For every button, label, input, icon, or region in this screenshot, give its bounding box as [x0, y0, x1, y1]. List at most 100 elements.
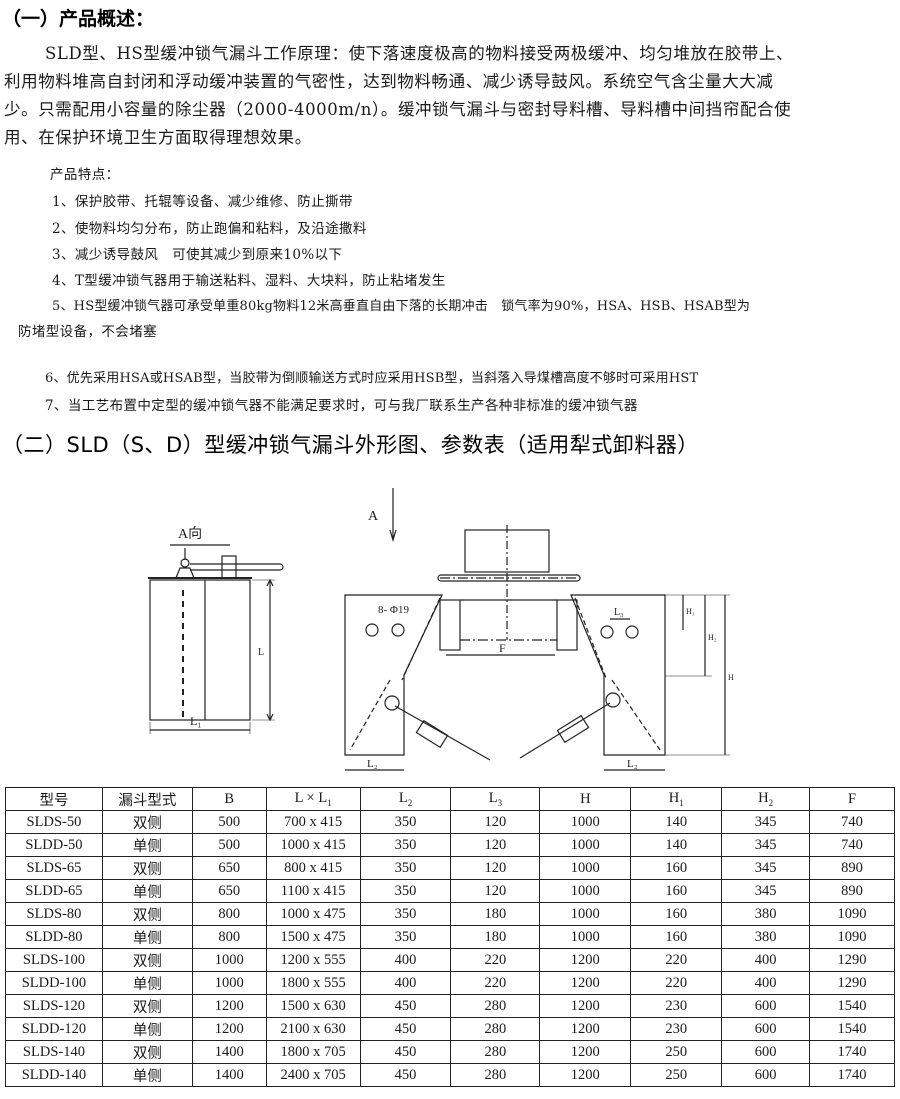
column-header-label: H [580, 790, 591, 807]
table-cell: 1090 [809, 902, 895, 926]
table-cell: 160 [630, 879, 723, 903]
table-cell: 1200 [539, 994, 632, 1018]
dim-label-l: L [258, 647, 264, 658]
table-cell: 450 [359, 1063, 452, 1087]
table-cell: SLDS-65 [5, 856, 103, 880]
table-cell: 120 [450, 879, 541, 903]
table-cell: 双侧 [101, 810, 193, 834]
column-header-label: L [398, 790, 408, 807]
column-header: B [191, 787, 267, 811]
table-cell: 600 [721, 1040, 811, 1064]
table-cell: 350 [359, 856, 452, 880]
table-cell: 180 [450, 925, 541, 949]
table-cell: 2400 x 705 [265, 1063, 361, 1087]
table-cell: 1400 [191, 1063, 267, 1087]
table-cell: 1000 [539, 879, 632, 903]
hole-spec-label: 8- Φ19 [378, 604, 409, 616]
feature-item: 6、优先采用HSA或HSAB型，当胶带为倒顺输送方式时应采用HSB型，当斜落入导… [45, 371, 699, 386]
table-cell: 140 [630, 833, 723, 857]
column-header-label: 型号 [39, 792, 69, 809]
table-cell: 400 [359, 948, 452, 972]
dim-label-f: F [499, 641, 506, 655]
table-cell: SLDS-50 [5, 810, 103, 834]
column-header-subscript: 2 [407, 797, 413, 808]
table-cell: 1200 [191, 1017, 267, 1041]
table-cell: 160 [630, 856, 723, 880]
column-header-label: L [488, 790, 498, 807]
table-cell: 双侧 [101, 948, 193, 972]
table-cell: 650 [191, 856, 267, 880]
hopper-outline-drawing: A向 L L₁ A F [148, 488, 734, 771]
main-view-drawing: A F 8- Φ19 L₂ L₃ L₂ [344, 488, 734, 771]
table-cell: 1740 [809, 1063, 895, 1087]
section-2-title: （二）SLD（S、D）型缓冲锁气漏斗外形图、参数表（适用犁式卸料器） [2, 433, 699, 457]
table-cell: SLDS-100 [5, 948, 103, 972]
table-cell: 120 [450, 856, 541, 880]
table-cell: SLDD-80 [5, 925, 103, 949]
table-cell: 280 [450, 1063, 541, 1087]
column-header: L3 [450, 787, 541, 811]
table-cell: 345 [721, 856, 811, 880]
column-header-label: 漏斗型式 [118, 792, 177, 809]
table-cell: 350 [359, 810, 452, 834]
table-cell: 450 [359, 1017, 452, 1041]
dim-label-l3: L₃ [614, 607, 624, 618]
table-cell: 345 [721, 879, 811, 903]
table-cell: 2100 x 630 [265, 1017, 361, 1041]
table-cell: SLDS-140 [5, 1040, 103, 1064]
arrow-label-a: A [368, 509, 379, 524]
a-view-label: A向 [178, 526, 202, 542]
paragraph-line-3: 少。只需配用小容量的除尘器（2000-4000m/n）。缓冲锁气漏斗与密封导料槽… [4, 100, 792, 119]
column-header: 型号 [5, 787, 103, 811]
table-cell: 890 [809, 856, 895, 880]
column-header-subscript: 1 [679, 797, 684, 808]
table-cell: 250 [630, 1063, 723, 1087]
feature-item: 5、HS型缓冲锁气器可承受单重80kg物料12米高垂直自由下落的长期冲击 锁气率… [52, 299, 751, 314]
column-header-label: F [847, 790, 857, 807]
table-cell: 双侧 [101, 994, 193, 1018]
table-cell: 单侧 [101, 1063, 193, 1087]
table-cell: 350 [359, 902, 452, 926]
table-cell: SLDD-65 [5, 879, 103, 903]
table-cell: 380 [721, 902, 811, 926]
table-cell: 140 [630, 810, 723, 834]
table-cell: 1000 [539, 833, 632, 857]
table-cell: 1200 [539, 971, 632, 995]
table-cell: 1290 [809, 948, 895, 972]
table-cell: 230 [630, 994, 723, 1018]
table-cell: 350 [359, 879, 452, 903]
table-cell: 600 [721, 1017, 811, 1041]
column-header-label: H [758, 790, 769, 807]
table-cell: 250 [630, 1040, 723, 1064]
table-cell: 1000 x 415 [265, 833, 361, 857]
table-cell: 1740 [809, 1040, 895, 1064]
dim-label-l1: L₁ [190, 714, 202, 728]
table-cell: 单侧 [101, 925, 193, 949]
table-cell: 1000 [539, 902, 632, 926]
table-cell: 1200 [539, 1063, 632, 1087]
table-cell: 350 [359, 833, 452, 857]
table-cell: 1290 [809, 971, 895, 995]
column-header: H2 [721, 787, 811, 811]
table-cell: 600 [721, 994, 811, 1018]
table-cell: 350 [359, 925, 452, 949]
table-cell: 380 [721, 925, 811, 949]
dim-label-h2: H₂ [708, 633, 717, 642]
table-cell: 双侧 [101, 1040, 193, 1064]
feature-item: 1、保护胶带、托辊等设备、减少维修、防止撕带 [52, 194, 353, 210]
paragraph-line-4: 用、在保护环境卫生方面取得理想效果。 [4, 128, 312, 147]
table-cell: 1000 [539, 856, 632, 880]
feature-item: 4、T型缓冲锁气器用于输送粘料、湿料、大块料，防止粘堵发生 [52, 273, 446, 289]
dim-label-l2-left: L₂ [367, 758, 378, 770]
column-header: F [809, 787, 895, 811]
